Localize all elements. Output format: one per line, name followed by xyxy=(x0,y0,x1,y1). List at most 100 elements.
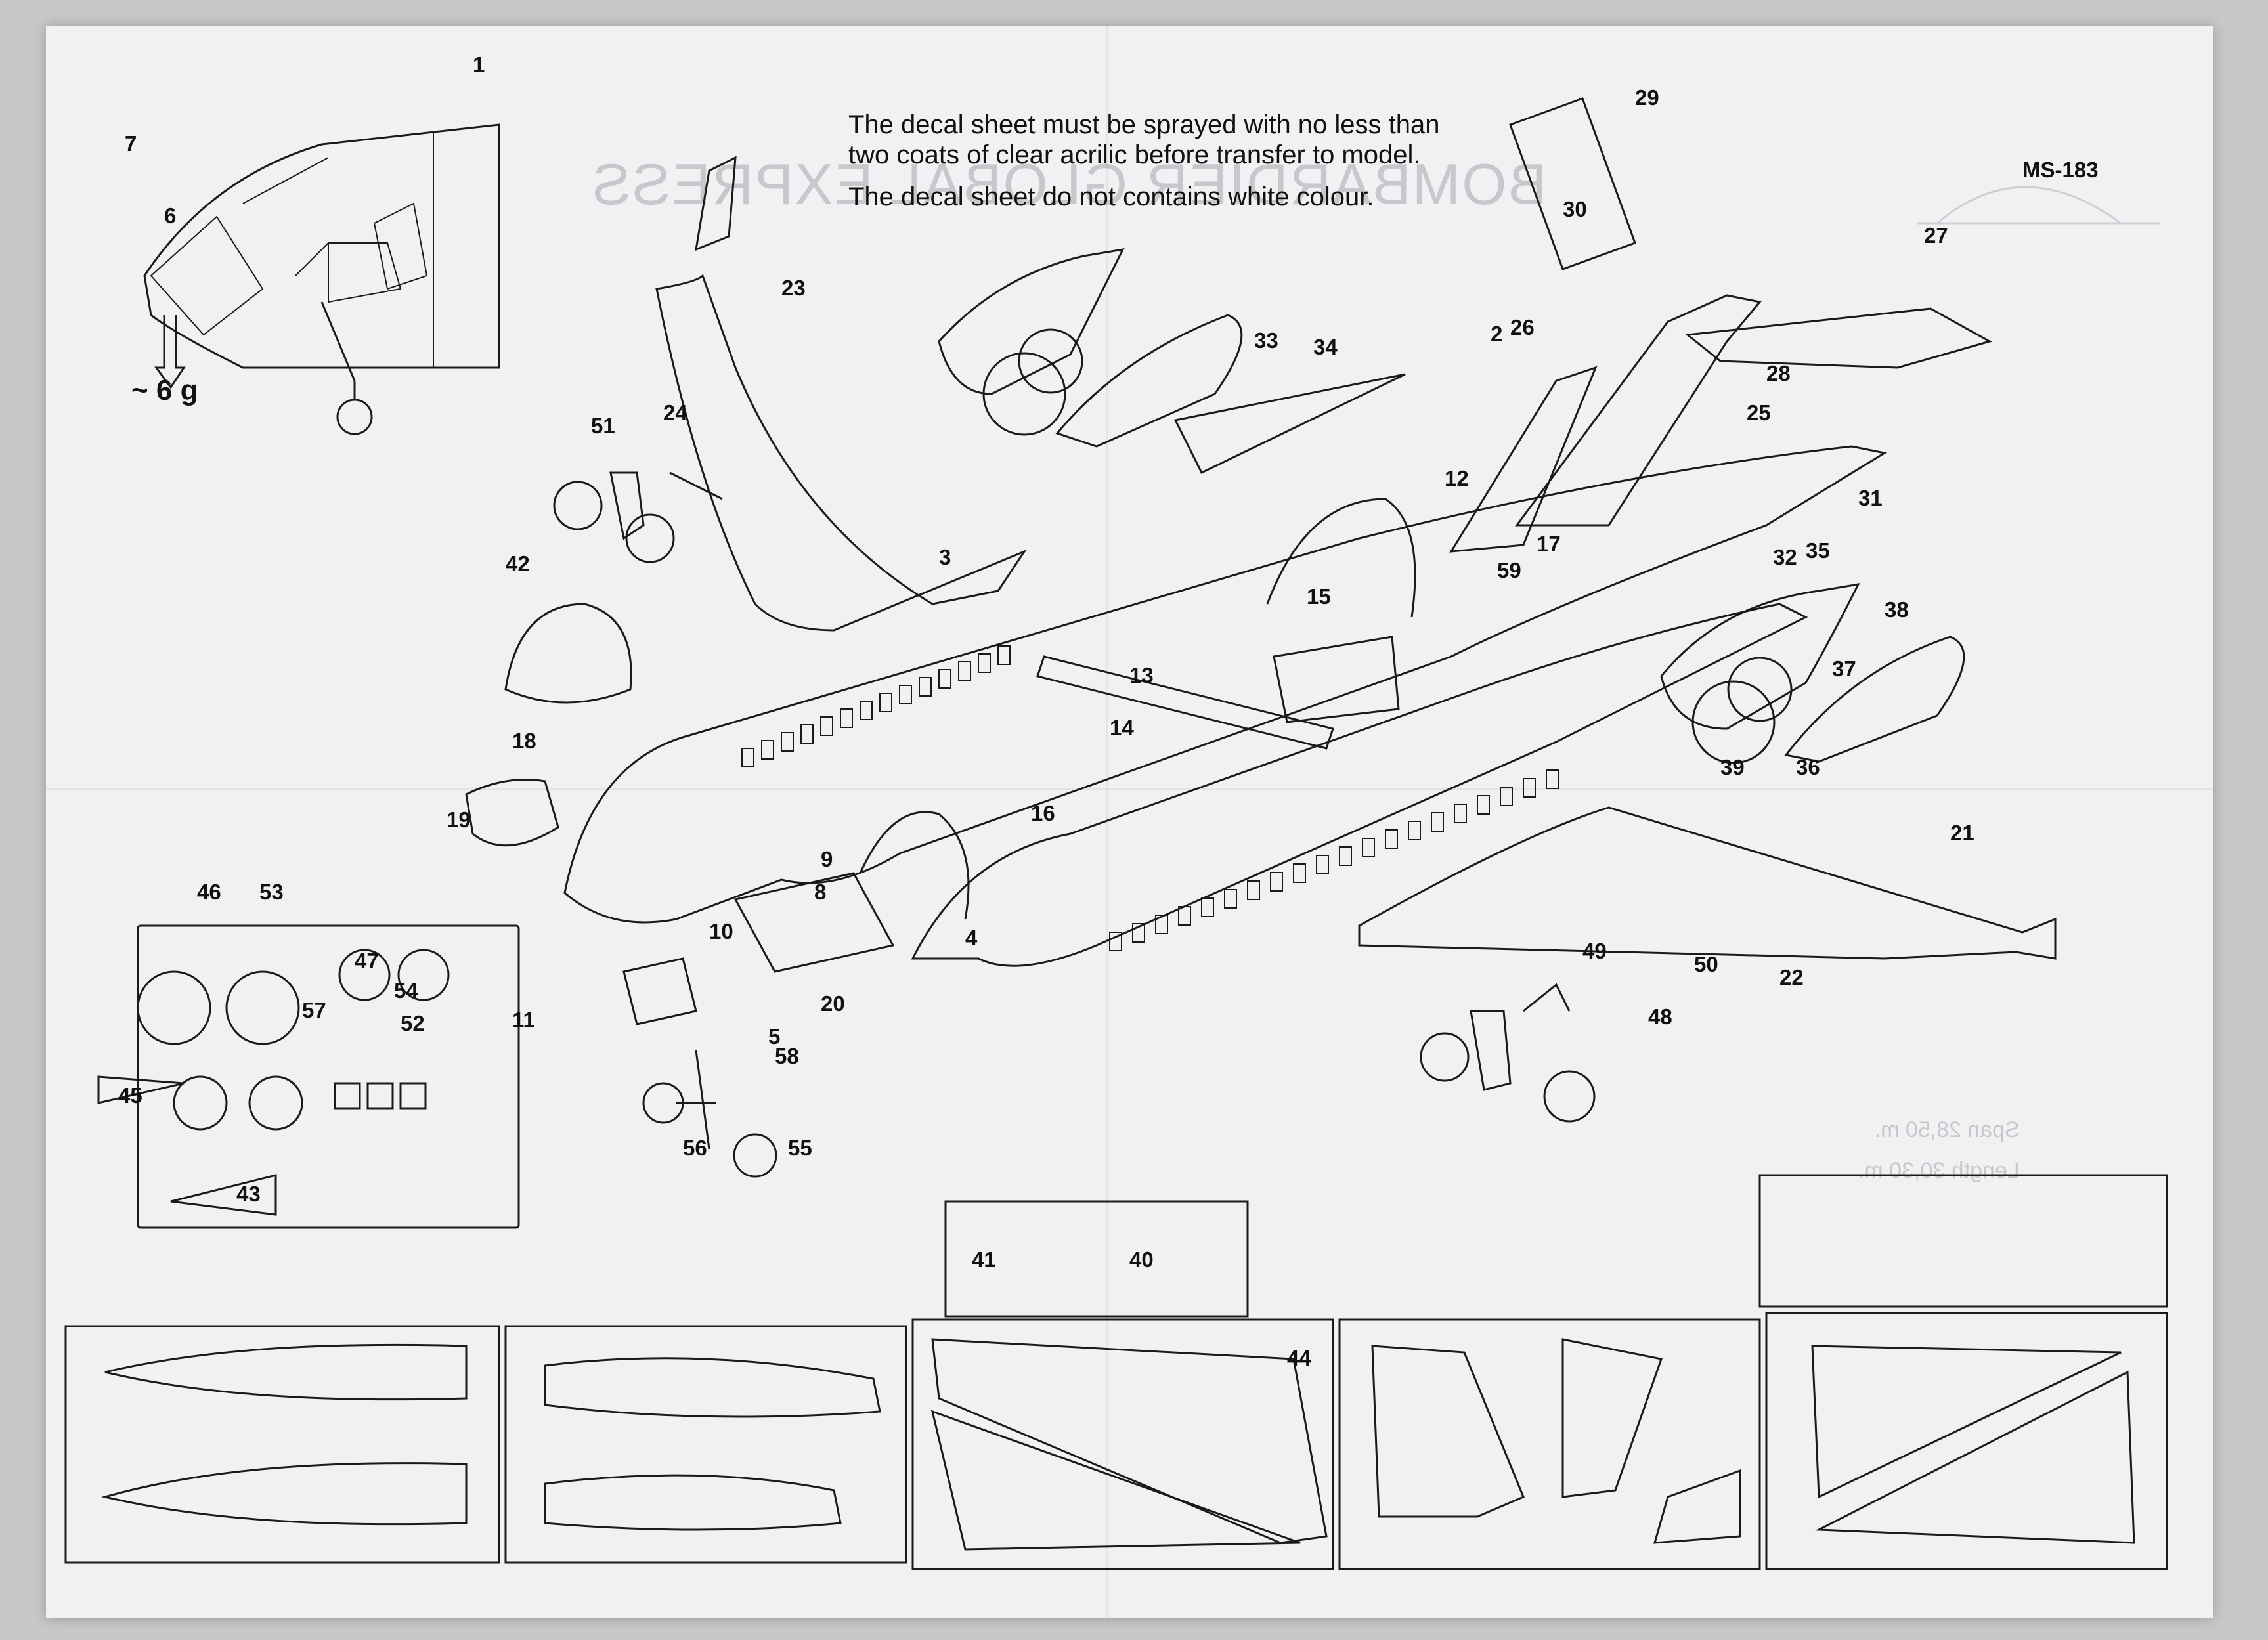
fuselage xyxy=(563,445,1888,967)
part-number-label: 7 xyxy=(125,131,137,156)
part-number-label: 45 xyxy=(118,1083,142,1108)
cabin-window xyxy=(919,677,932,697)
main-gear-right xyxy=(1420,983,1596,1123)
part-number-label: 28 xyxy=(1766,361,1791,385)
part-number-label: 34 xyxy=(1313,335,1338,359)
part-number-label: 30 xyxy=(1563,197,1587,221)
part-number-label: 44 xyxy=(1287,1346,1311,1370)
logo-shape xyxy=(1917,186,2160,225)
part-number-label: 15 xyxy=(1307,584,1331,609)
cabin-window xyxy=(781,732,794,752)
part-number-label: 54 xyxy=(394,978,418,1003)
cabin-windows-lower xyxy=(1109,769,1559,951)
assembly-diagram: 1234567891011121314151617181920212223242… xyxy=(64,53,2168,1570)
part-number-label: 37 xyxy=(1832,657,1856,681)
cabin-window xyxy=(997,645,1011,665)
right-engine xyxy=(1660,583,1965,764)
part-number-label: 42 xyxy=(506,551,530,576)
canopy-part xyxy=(504,603,632,704)
note-line-1: The decal sheet must be sprayed with no … xyxy=(848,110,1440,139)
cabin-window xyxy=(820,716,833,736)
left-engine xyxy=(938,248,1243,448)
note-line-3: The decal sheet do not contains white co… xyxy=(848,183,1374,211)
decal-box-engines xyxy=(944,1200,1249,1318)
windshield-part xyxy=(465,779,559,847)
part-number-label: 57 xyxy=(302,998,326,1022)
part-number-label: 3 xyxy=(939,545,951,569)
part-number-label: 32 xyxy=(1773,545,1797,569)
cabin-windows-upper xyxy=(741,645,1011,767)
cockpit-floor-part xyxy=(733,872,895,973)
part-number-label: 1 xyxy=(473,53,485,77)
decal-inset-left xyxy=(97,924,520,1229)
nose-gear xyxy=(642,1050,777,1178)
cabin-window xyxy=(958,661,971,681)
main-gear-left xyxy=(553,471,723,563)
part-number-label: 21 xyxy=(1950,821,1974,845)
cabin-window xyxy=(1132,923,1145,943)
part-number-label: 6 xyxy=(164,204,176,228)
instruction-sheet: BOMBARDIER GLOBAL EXPRESS Span 28,50 m. … xyxy=(46,26,2213,1618)
part-number-label: 13 xyxy=(1129,663,1154,687)
part-number-label: 25 xyxy=(1747,400,1771,425)
part-number-label: 55 xyxy=(788,1136,812,1160)
right-wing xyxy=(1358,806,2057,960)
part-number-label: 12 xyxy=(1445,466,1469,490)
cabin-window xyxy=(899,685,912,704)
vertical-tail xyxy=(1449,97,1992,553)
part-number-label: 49 xyxy=(1582,939,1607,963)
part-number-label: 56 xyxy=(683,1136,707,1160)
part-number-label: 31 xyxy=(1858,486,1883,510)
part-number-label: 2 xyxy=(1491,322,1502,346)
part-number-label: 14 xyxy=(1110,716,1134,740)
cabin-window xyxy=(1247,880,1260,900)
fairing-part xyxy=(1173,373,1406,474)
cabin-window xyxy=(761,740,774,760)
note-line-2: two coats of clear acrilic before transf… xyxy=(848,140,1421,169)
part-number-label: 46 xyxy=(197,880,221,904)
part-number-label: 18 xyxy=(512,729,536,753)
part-number-label: 27 xyxy=(1924,223,1948,248)
fold-line xyxy=(46,788,2213,790)
cabin-window xyxy=(1408,821,1421,840)
part-number-label: 11 xyxy=(512,1008,535,1032)
part-number-label: 29 xyxy=(1635,85,1659,110)
cabin-window xyxy=(800,724,814,744)
cabin-window xyxy=(1362,838,1375,857)
part-number-label: 38 xyxy=(1885,597,1909,622)
cabin-window xyxy=(1500,787,1513,806)
cabin-window xyxy=(1201,897,1214,917)
cabin-window xyxy=(1155,915,1168,934)
cabin-window xyxy=(1224,889,1237,909)
part-number-label: 59 xyxy=(1497,558,1521,582)
part-number-label: 9 xyxy=(821,847,833,871)
cabin-window xyxy=(1546,769,1559,789)
cabin-window xyxy=(1454,804,1467,823)
fold-line xyxy=(1106,26,1108,1618)
cabin-window xyxy=(1270,872,1283,892)
cabin-window xyxy=(741,748,754,767)
sprue-frames xyxy=(64,1312,2168,1570)
part-number-label: 48 xyxy=(1648,1004,1672,1029)
cabin-window xyxy=(1523,778,1536,798)
cabin-window xyxy=(1316,855,1329,874)
part-number-label: 16 xyxy=(1031,801,1055,825)
cabin-window xyxy=(1477,795,1490,815)
interior-box-part xyxy=(1273,636,1400,723)
part-number-label: 22 xyxy=(1779,965,1804,989)
part-number-label: 53 xyxy=(259,880,284,904)
part-number-label: 39 xyxy=(1720,755,1745,779)
part-number-label: 40 xyxy=(1129,1247,1154,1272)
kit-code: MS-183 xyxy=(2022,158,2099,182)
part-number-label: 36 xyxy=(1796,755,1820,779)
part-number-label: 58 xyxy=(775,1044,799,1068)
part-number-label: 20 xyxy=(821,991,845,1016)
cabin-window xyxy=(1109,932,1122,951)
cabin-window xyxy=(1385,829,1398,849)
part-number-label: 17 xyxy=(1537,532,1561,556)
part-number-label: 47 xyxy=(355,949,379,973)
part-number-label: 23 xyxy=(781,276,806,300)
left-wing xyxy=(655,274,1027,632)
cockpit-detail xyxy=(143,123,500,435)
part-number-label: 24 xyxy=(663,400,687,425)
